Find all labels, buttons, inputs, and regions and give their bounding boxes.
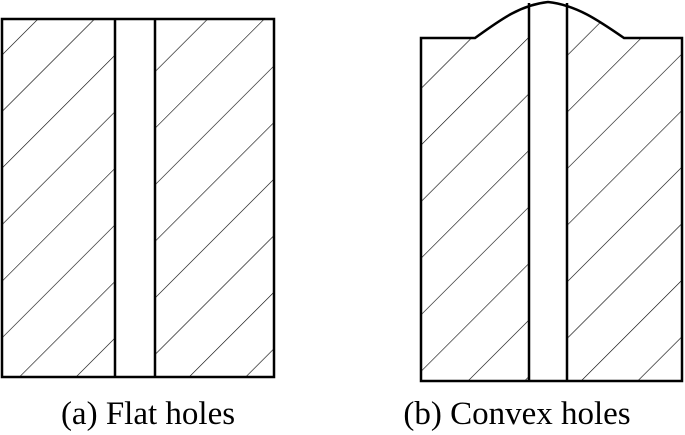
caption-flat-holes: (a) Flat holes	[61, 396, 235, 432]
flat-holes-diagram	[0, 17, 276, 379]
flat-block-outline	[0, 17, 276, 379]
convex-block-outline	[419, 0, 684, 383]
convex-holes-diagram	[419, 0, 684, 383]
caption-convex-holes: (b) Convex holes	[403, 396, 630, 432]
convex-hole	[529, 2, 567, 381]
flat-hole	[115, 19, 155, 377]
